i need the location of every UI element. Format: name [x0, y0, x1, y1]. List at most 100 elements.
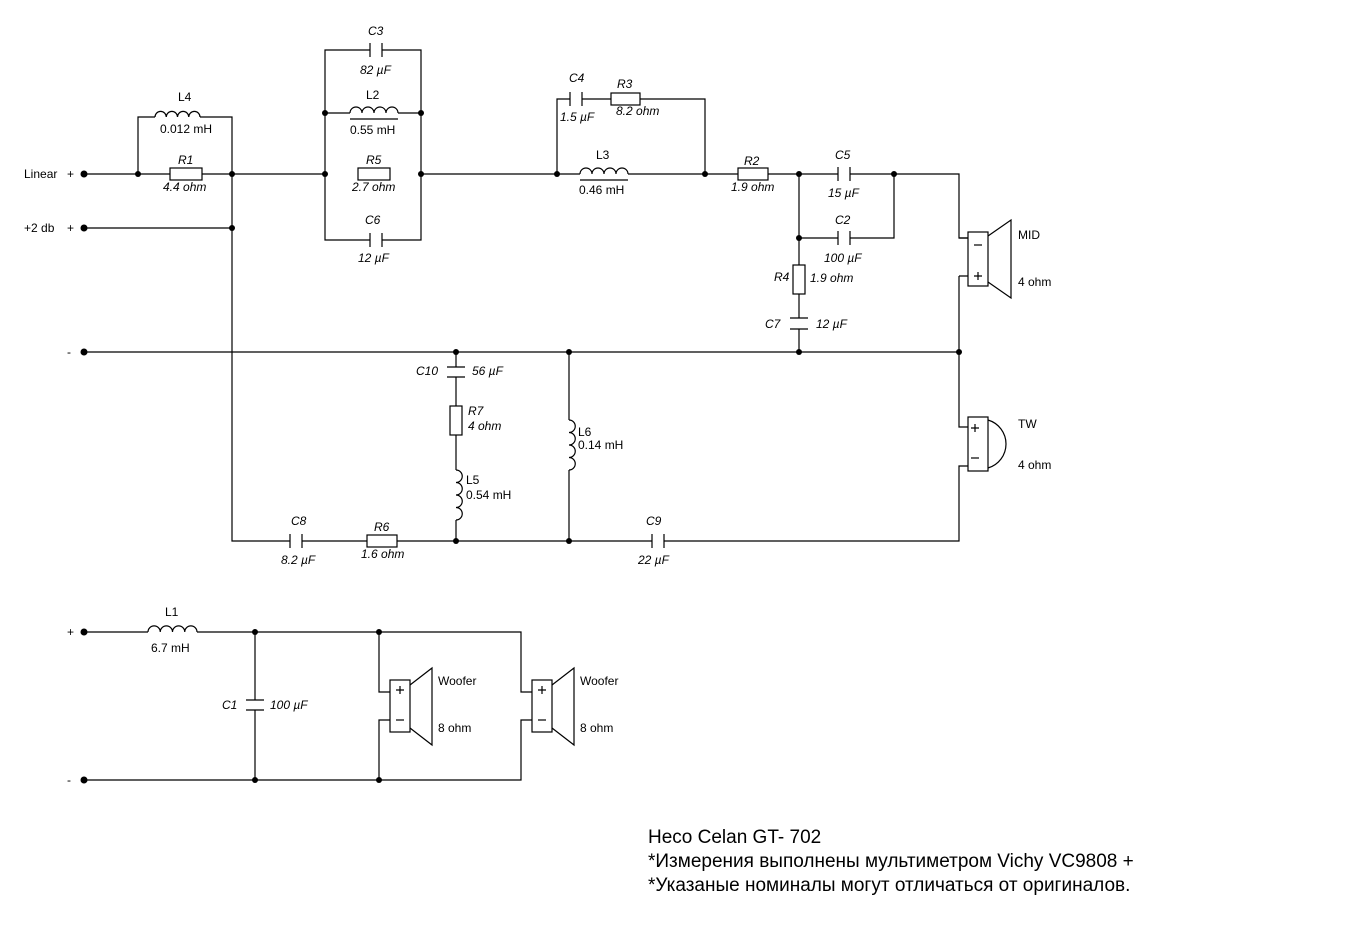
speaker-woofer1-icon: [389, 666, 433, 747]
C6-name: C6: [365, 213, 381, 227]
terminal-minus: [80, 348, 88, 356]
resistor-R3: [610, 92, 641, 106]
L3-name: L3: [596, 148, 610, 162]
C7-value: 12 µF: [816, 317, 848, 331]
inductor-L6: [568, 419, 576, 471]
L2-name: L2: [366, 88, 380, 102]
R7-name: R7: [468, 404, 485, 418]
C3-name: C3: [368, 24, 384, 38]
inductor-L4: [154, 110, 201, 118]
capacitor-C9: [651, 534, 665, 548]
L1-name: L1: [165, 605, 179, 619]
R1-name: R1: [178, 153, 193, 167]
resistor-R1: [169, 167, 203, 181]
L5-value: 0.54 mH: [466, 488, 511, 502]
speaker-woofer2-icon: [531, 666, 575, 747]
R3-name: R3: [617, 77, 633, 91]
terminal-woofer-minus: [80, 776, 88, 784]
C8-name: C8: [291, 514, 307, 528]
L2-value: 0.55 mH: [350, 123, 395, 137]
C2-name: C2: [835, 213, 851, 227]
woofer1-impedance: 8 ohm: [438, 721, 471, 735]
resistor-R4: [792, 264, 806, 295]
capacitor-C4: [569, 92, 583, 106]
inductor-L1: [147, 625, 198, 633]
resistor-R2: [737, 167, 769, 181]
resistor-R6: [366, 534, 398, 548]
C4-value: 1.5 µF: [560, 110, 595, 124]
L4-name: L4: [178, 90, 192, 104]
tw-name: TW: [1018, 417, 1037, 431]
R6-name: R6: [374, 520, 390, 534]
C9-name: C9: [646, 514, 662, 528]
capacitor-C2: [837, 231, 851, 245]
woofer2-name: Woofer: [580, 674, 618, 688]
terminal-linear-plus: [80, 170, 88, 178]
R4-value: 1.9 ohm: [810, 271, 853, 285]
note-line1: *Измерения выполнены мультиметром Vichy …: [648, 851, 1134, 872]
inductor-L2: [349, 106, 399, 120]
R7-value: 4 ohm: [468, 419, 501, 433]
labels: Linear + +2 db + - L4 0.012 mH R1 4.4 oh…: [24, 24, 1134, 896]
capacitor-C8: [289, 534, 303, 548]
capacitor-C7: [790, 317, 808, 330]
R4-name: R4: [774, 270, 790, 284]
tw-impedance: 4 ohm: [1018, 458, 1051, 472]
R6-value: 1.6 ohm: [361, 547, 404, 561]
C10-value: 56 µF: [472, 364, 504, 378]
capacitor-C6: [369, 233, 383, 247]
wires-upper: [84, 49, 968, 542]
label-minus: -: [67, 345, 71, 359]
C4-name: C4: [569, 71, 585, 85]
junction-dots: [80, 110, 962, 544]
R1-value: 4.4 ohm: [163, 180, 206, 194]
L4-value: 0.012 mH: [160, 122, 212, 136]
woofer1-name: Woofer: [438, 674, 476, 688]
resistor-R5: [357, 167, 391, 181]
label-linear: Linear: [24, 167, 57, 181]
C7-name: C7: [765, 317, 782, 331]
L1-value: 6.7 mH: [151, 641, 190, 655]
note-title: Heco Celan GT- 702: [648, 827, 821, 848]
woofer2-impedance: 8 ohm: [580, 721, 613, 735]
L3-value: 0.46 mH: [579, 183, 624, 197]
L6-value: 0.14 mH: [578, 438, 623, 452]
R2-value: 1.9 ohm: [731, 180, 774, 194]
note-line2: *Указаные номиналы могут отличаться от о…: [648, 875, 1130, 896]
capacitor-C10: [447, 366, 465, 378]
R2-name: R2: [744, 154, 760, 168]
terminal-woofer-plus: [80, 628, 88, 636]
inductor-L3: [579, 167, 629, 181]
mid-name: MID: [1018, 228, 1040, 242]
C5-name: C5: [835, 148, 851, 162]
speaker-mid-icon: [959, 218, 1012, 300]
C3-value: 82 µF: [360, 63, 392, 77]
C5-value: 15 µF: [828, 186, 860, 200]
label-2db-plus: +: [67, 221, 74, 235]
speaker-tweeter-icon: [967, 416, 1007, 472]
L6-name: L6: [578, 425, 592, 439]
label-2db: +2 db: [24, 221, 55, 235]
C10-name: C10: [416, 364, 438, 378]
C6-value: 12 µF: [358, 251, 390, 265]
C1-value: 100 µF: [270, 698, 308, 712]
label-woofer-plus: +: [67, 625, 74, 639]
mid-impedance: 4 ohm: [1018, 275, 1051, 289]
terminal-2db-plus: [80, 224, 88, 232]
R3-value: 8.2 ohm: [616, 104, 659, 118]
C9-value: 22 µF: [637, 553, 670, 567]
resistor-R7: [449, 405, 463, 436]
capacitor-C5: [837, 167, 851, 181]
L5-name: L5: [466, 473, 480, 487]
capacitor-C3: [369, 43, 383, 57]
R5-value: 2.7 ohm: [351, 180, 395, 194]
label-woofer-minus: -: [67, 773, 71, 787]
C8-value: 8.2 µF: [281, 553, 316, 567]
C1-name: C1: [222, 698, 237, 712]
inductor-L5: [455, 469, 463, 521]
C2-value: 100 µF: [824, 251, 862, 265]
junction-dots-lower: [80, 628, 382, 784]
wires-lower: [84, 631, 532, 781]
R5-name: R5: [366, 153, 382, 167]
